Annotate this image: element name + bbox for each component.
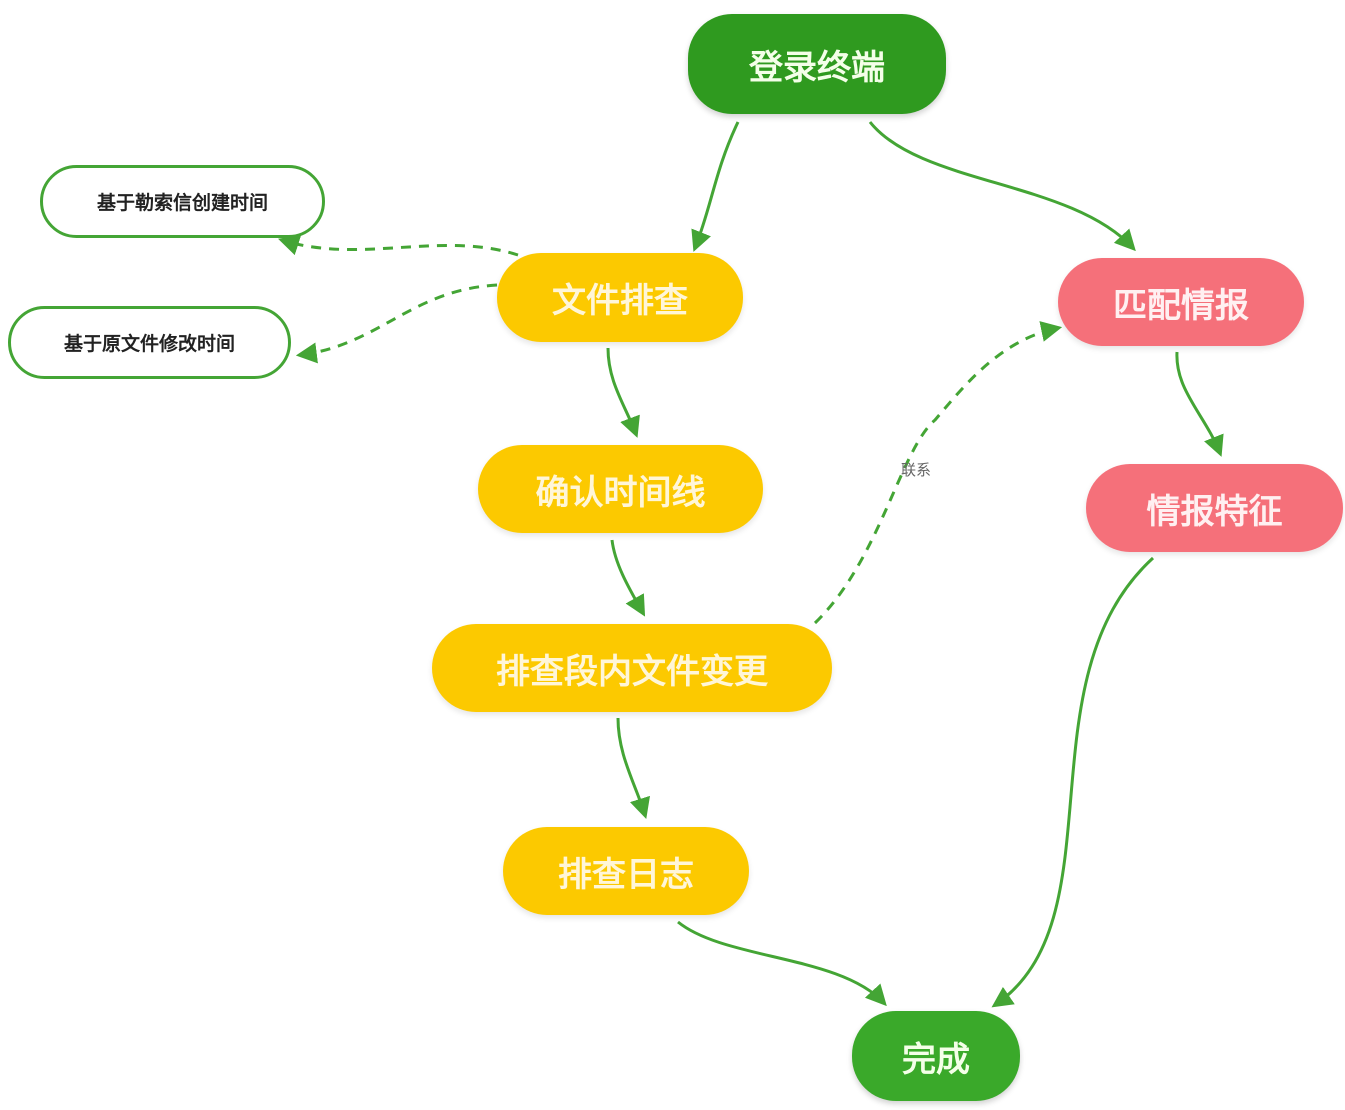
node-check-logs[interactable]: 排查日志 <box>503 827 749 915</box>
node-check-changes[interactable]: 排查段内文件变更 <box>432 624 832 712</box>
node-confirm-timeline[interactable]: 确认时间线 <box>478 445 763 533</box>
node-start[interactable]: 登录终端 <box>688 14 946 114</box>
edge-check-changes-to-match-intel-link <box>813 321 1063 625</box>
edge-check-changes-to-check-logs <box>616 717 651 820</box>
edge-match-intel-to-intel-features <box>1175 351 1224 457</box>
edge-check-logs-to-done <box>677 920 887 1007</box>
node-note-original-time[interactable]: 基于原文件修改时间 <box>8 306 291 379</box>
node-intel-features-label: 情报特征 <box>1146 491 1283 532</box>
edge-start-to-match-intel <box>868 121 1136 252</box>
node-file-check-label: 文件排查 <box>552 281 688 321</box>
node-done-label: 完成 <box>902 1039 970 1080</box>
node-confirm-timeline-label: 确认时间线 <box>535 472 706 513</box>
edge-confirm-timeline-to-check-changes <box>610 539 646 617</box>
node-check-changes-label: 排查段内文件变更 <box>496 651 768 692</box>
node-done[interactable]: 完成 <box>852 1011 1020 1101</box>
node-note-ransom-time-label: 基于勒索信创建时间 <box>96 192 268 214</box>
node-note-ransom-time[interactable]: 基于勒索信创建时间 <box>40 165 325 238</box>
edge-start-to-file-check <box>691 121 740 252</box>
edge-file-check-to-confirm-timeline <box>606 347 640 438</box>
node-intel-features[interactable]: 情报特征 <box>1086 464 1343 552</box>
node-match-intel-label: 匹配情报 <box>1113 285 1249 326</box>
node-check-logs-label: 排查日志 <box>558 854 694 895</box>
node-start-label: 登录终端 <box>749 47 885 88</box>
edge-intel-features-to-done <box>991 556 1155 1008</box>
edge-file-check-to-note-ransom-time <box>277 235 519 257</box>
node-file-check[interactable]: 文件排查 <box>497 253 743 342</box>
edge-file-check-to-note-original-time <box>295 283 498 364</box>
edge-label-link: 联系 <box>901 461 932 479</box>
node-match-intel[interactable]: 匹配情报 <box>1058 258 1304 346</box>
node-note-original-time-label: 基于原文件修改时间 <box>63 333 235 355</box>
